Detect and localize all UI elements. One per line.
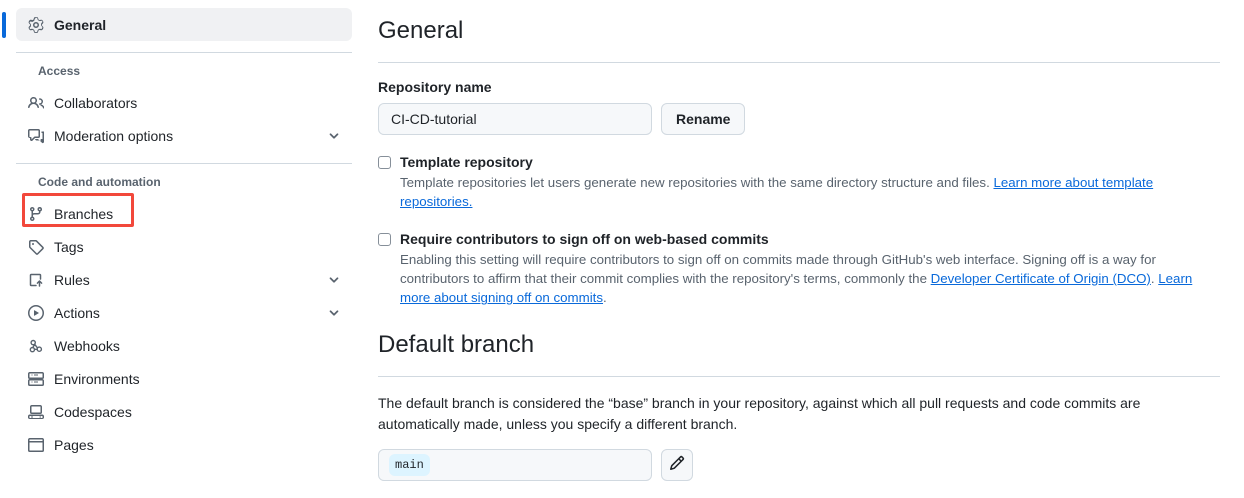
sign-off-desc-part2: .	[1150, 271, 1159, 287]
settings-main-content: General Repository name Rename Template …	[360, 0, 1244, 498]
sign-off-header: Require contributors to sign off on web-…	[378, 230, 1220, 248]
template-repository-checkbox[interactable]	[378, 156, 391, 169]
webhook-icon	[28, 338, 44, 354]
title-divider	[378, 62, 1220, 63]
rules-icon	[28, 272, 44, 288]
template-repository-title: Template repository	[400, 154, 533, 170]
default-branch-field[interactable]: main	[378, 448, 652, 481]
dco-link[interactable]: Developer Certificate of Origin (DCO)	[930, 271, 1151, 287]
sidebar-divider-1	[16, 52, 352, 53]
sidebar-item-label: Webhooks	[54, 337, 120, 354]
template-repository-block: Template repository Template repositorie…	[378, 153, 1220, 212]
template-repository-desc-text: Template repositories let users generate…	[400, 175, 994, 191]
signing-off-learn-more-link[interactable]: Learn more about signing off on commits	[400, 271, 1193, 306]
edit-default-branch-button[interactable]	[661, 448, 693, 481]
sidebar-item-environments[interactable]: Environments	[16, 362, 352, 395]
sidebar-item-tags[interactable]: Tags	[16, 230, 352, 263]
tag-icon	[28, 239, 44, 255]
codespaces-icon	[28, 404, 44, 420]
rename-button[interactable]: Rename	[661, 103, 746, 135]
template-repository-header: Template repository	[378, 153, 1220, 171]
sign-off-description: Enabling this setting will require contr…	[378, 250, 1208, 308]
sidebar-heading-code-and-automation: Code and automation	[38, 175, 161, 189]
sidebar-item-label: Branches	[54, 205, 114, 222]
play-icon	[28, 304, 44, 321]
sidebar-item-label: Rules	[54, 271, 90, 288]
repository-name-input[interactable]	[378, 103, 652, 135]
server-icon	[28, 371, 44, 387]
comment-discussion-icon	[28, 128, 44, 144]
sidebar-item-label: Codespaces	[54, 403, 132, 420]
chevron-down-icon[interactable]	[326, 272, 342, 288]
sidebar-item-pages[interactable]: Pages	[16, 428, 352, 461]
git-branch-icon	[28, 206, 44, 222]
default-branch-badge: main	[389, 453, 430, 476]
sidebar-heading-access: Access	[38, 64, 81, 78]
template-repositories-learn-more-link[interactable]: Learn more about template repositories.	[400, 175, 1154, 210]
sign-off-checkbox[interactable]	[378, 232, 391, 246]
sidebar-item-moderation-options[interactable]: Moderation options	[16, 119, 352, 152]
browser-icon	[28, 437, 44, 453]
settings-sidebar: General Access Collaborators Moderation …	[0, 0, 360, 498]
sidebar-item-collaborators[interactable]: Collaborators	[16, 86, 352, 119]
sidebar-item-branches[interactable]: Branches	[16, 197, 352, 230]
sidebar-item-label: Pages	[54, 436, 94, 453]
sidebar-item-rules[interactable]: Rules	[16, 263, 352, 296]
default-branch-title: Default branch	[378, 330, 535, 358]
sidebar-item-label: General	[54, 16, 107, 33]
repository-name-row: Rename	[378, 103, 1220, 135]
gear-icon	[28, 16, 44, 33]
template-repository-description: Template repositories let users generate…	[378, 173, 1208, 212]
sidebar-item-actions[interactable]: Actions	[16, 296, 352, 329]
branches-annotation-wrapper: Branches	[16, 193, 352, 230]
default-branch-divider	[378, 375, 1220, 377]
sign-off-desc-part1: Enabling this setting will require contr…	[400, 251, 1156, 287]
chevron-down-icon[interactable]	[326, 128, 342, 144]
page-title: General	[378, 17, 464, 44]
sidebar-item-label: Environments	[54, 370, 140, 387]
sidebar-item-webhooks[interactable]: Webhooks	[16, 329, 352, 362]
default-branch-row: main	[378, 448, 1220, 481]
sign-off-block: Require contributors to sign off on web-…	[378, 230, 1220, 308]
sidebar-item-codespaces[interactable]: Codespaces	[16, 395, 352, 428]
sidebar-item-label: Tags	[54, 238, 84, 255]
sign-off-desc-part3: .	[603, 290, 607, 306]
people-icon	[28, 95, 44, 111]
sidebar-divider-2	[16, 163, 352, 164]
sign-off-title: Require contributors to sign off on web-…	[400, 230, 769, 247]
sidebar-item-label: Moderation options	[54, 127, 174, 144]
default-branch-description: The default branch is considered the “ba…	[378, 394, 1141, 432]
sidebar-item-label: Collaborators	[54, 94, 138, 111]
sidebar-item-label: Actions	[54, 304, 100, 321]
sidebar-item-general[interactable]: General	[16, 8, 352, 41]
repository-name-label: Repository name	[378, 79, 492, 95]
pencil-icon	[669, 455, 685, 474]
chevron-down-icon[interactable]	[326, 305, 342, 321]
